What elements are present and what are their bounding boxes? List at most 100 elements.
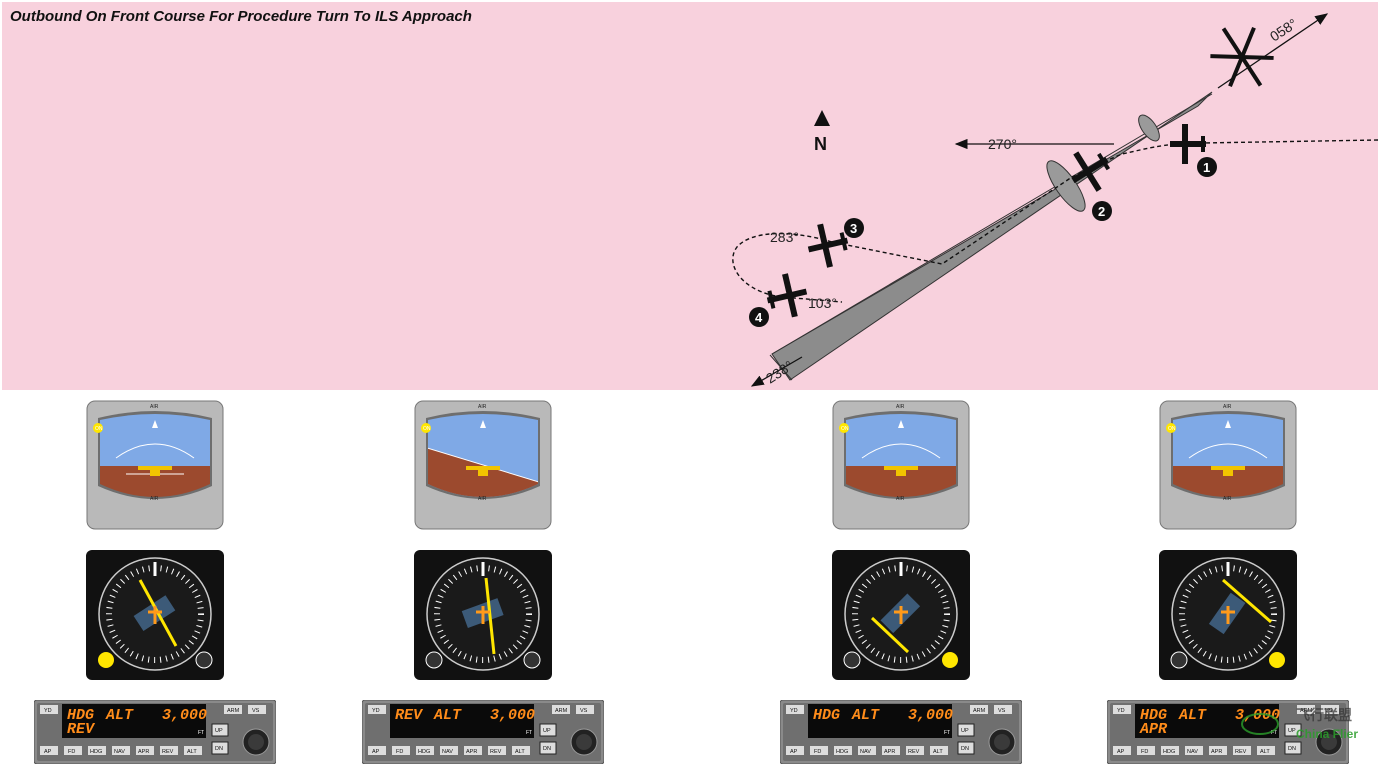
ap-button[interactable]: ARM xyxy=(224,705,242,714)
ap-button[interactable]: NAV xyxy=(112,746,130,755)
svg-text:ALT: ALT xyxy=(515,749,525,755)
ap-button[interactable]: REV xyxy=(1233,746,1251,755)
ap-unit: FT xyxy=(526,730,532,736)
ai-top-label: AIR xyxy=(150,404,159,410)
svg-text:AP: AP xyxy=(790,749,798,755)
watermark-line2: China Flier xyxy=(1296,727,1358,741)
ap-button[interactable]: DN xyxy=(211,741,229,755)
position-marker xyxy=(749,307,769,327)
ap-altitude: 3,000 xyxy=(908,707,953,724)
ap-button[interactable]: UP xyxy=(957,723,975,737)
svg-text:FD: FD xyxy=(68,749,75,755)
autopilot-panel: HDG ALT 3,000 APR FT YD ARM VS AP FD HDG… xyxy=(1106,699,1350,765)
airplane-icon xyxy=(1170,124,1206,164)
svg-text:NAV: NAV xyxy=(442,749,453,755)
ap-button[interactable]: ALT xyxy=(1257,746,1275,755)
flight-path-dashed xyxy=(732,139,1378,303)
airplane-icon xyxy=(1071,151,1111,192)
ap-button[interactable]: AP xyxy=(40,746,58,755)
svg-text:NAV: NAV xyxy=(114,749,125,755)
svg-text:APR: APR xyxy=(884,749,895,755)
ap-button[interactable]: DN xyxy=(539,741,557,755)
diagram-title: Outbound On Front Course For Procedure T… xyxy=(10,8,472,25)
position-number: 4 xyxy=(755,310,763,325)
ap-button[interactable]: NAV xyxy=(1185,746,1203,755)
ap-button[interactable]: UP xyxy=(539,723,557,737)
ap-button[interactable]: ALT xyxy=(512,746,530,755)
svg-text:AP: AP xyxy=(1117,749,1125,755)
svg-text:FD: FD xyxy=(814,749,821,755)
svg-text:REV: REV xyxy=(490,749,502,755)
ap-button[interactable]: ARM xyxy=(552,705,570,714)
heading-270-label: 270° xyxy=(988,136,1017,152)
svg-text:ALT: ALT xyxy=(1260,749,1270,755)
ap-button[interactable]: UP xyxy=(211,723,229,737)
ap-button[interactable]: UP xyxy=(1284,723,1302,737)
autopilot-panel: REV ALT 3,000 FT YD ARM VS AP FD HDG NAV… xyxy=(361,699,605,765)
svg-text:YD: YD xyxy=(44,708,52,714)
svg-text:DN: DN xyxy=(961,746,969,752)
ap-button[interactable]: APR xyxy=(464,746,482,755)
ap-button[interactable]: FD xyxy=(64,746,82,755)
svg-text:UP: UP xyxy=(961,728,969,734)
ap-button[interactable]: APR xyxy=(882,746,900,755)
attitude-indicator: ON AIR AIR xyxy=(1159,400,1297,530)
flag-label: ON xyxy=(841,426,849,432)
svg-text:REV: REV xyxy=(162,749,174,755)
svg-text:UP: UP xyxy=(1288,728,1296,734)
ap-button[interactable]: DN xyxy=(1284,741,1302,755)
ap-button[interactable]: ALT xyxy=(184,746,202,755)
middle-marker-oval xyxy=(1138,114,1160,142)
ap-button[interactable]: VS xyxy=(576,705,594,714)
ap-button[interactable]: YD xyxy=(368,705,386,714)
ap-button[interactable]: FD xyxy=(810,746,828,755)
ap-button[interactable]: VS xyxy=(1321,705,1339,714)
ap-button[interactable]: APR xyxy=(1209,746,1227,755)
autopilot-panel: HDG ALT 3,000 FT YD ARM VS AP FD HDG NAV… xyxy=(779,699,1023,765)
hsi-instrument xyxy=(1159,550,1297,680)
ap-button[interactable]: AP xyxy=(786,746,804,755)
ap-button[interactable]: ARM xyxy=(1297,705,1315,714)
ap-button[interactable]: REV xyxy=(160,746,178,755)
ap-button[interactable]: VS xyxy=(994,705,1012,714)
ap-button[interactable]: YD xyxy=(1113,705,1131,714)
ap-button[interactable]: YD xyxy=(786,705,804,714)
runway-symbol xyxy=(1210,26,1274,88)
globe-icon xyxy=(1241,713,1279,735)
svg-text:FD: FD xyxy=(396,749,403,755)
outbound-course-arrow xyxy=(750,356,803,387)
svg-text:ALT: ALT xyxy=(187,749,197,755)
position-number: 3 xyxy=(850,221,857,236)
hsi-instrument xyxy=(832,550,970,680)
ap-button[interactable]: ARM xyxy=(970,705,988,714)
ap-button[interactable]: FD xyxy=(392,746,410,755)
svg-text:ARM: ARM xyxy=(973,708,986,714)
ap-button[interactable]: HDG xyxy=(834,746,852,755)
ap-button[interactable]: REV xyxy=(906,746,924,755)
ap-button[interactable]: NAV xyxy=(858,746,876,755)
position-number: 2 xyxy=(1098,204,1105,219)
ap-button[interactable]: HDG xyxy=(88,746,106,755)
ap-button[interactable]: VS xyxy=(248,705,266,714)
ap-button[interactable]: ALT xyxy=(930,746,948,755)
ap-button[interactable]: APR xyxy=(136,746,154,755)
svg-text:REV: REV xyxy=(1235,749,1247,755)
attitude-indicator: ON AIR AIR xyxy=(414,400,552,530)
ap-button[interactable]: DN xyxy=(957,741,975,755)
ap-button[interactable]: HDG xyxy=(1161,746,1179,755)
ap-button[interactable]: AP xyxy=(1113,746,1131,755)
hsi-instrument xyxy=(414,550,552,680)
ap-button[interactable]: YD xyxy=(40,705,58,714)
ap-button[interactable]: FD xyxy=(1137,746,1155,755)
ap-button[interactable]: REV xyxy=(488,746,506,755)
svg-text:UP: UP xyxy=(543,728,551,734)
ap-button[interactable]: NAV xyxy=(440,746,458,755)
position-number: 1 xyxy=(1203,160,1210,175)
ap-button[interactable]: HDG xyxy=(416,746,434,755)
ap-vertical-mode: ALT xyxy=(1178,707,1207,724)
svg-text:HDG: HDG xyxy=(836,749,848,755)
ap-button[interactable]: AP xyxy=(368,746,386,755)
ap-vertical-mode: ALT xyxy=(105,707,134,724)
svg-text:HDG: HDG xyxy=(1163,749,1175,755)
svg-text:FD: FD xyxy=(1141,749,1148,755)
